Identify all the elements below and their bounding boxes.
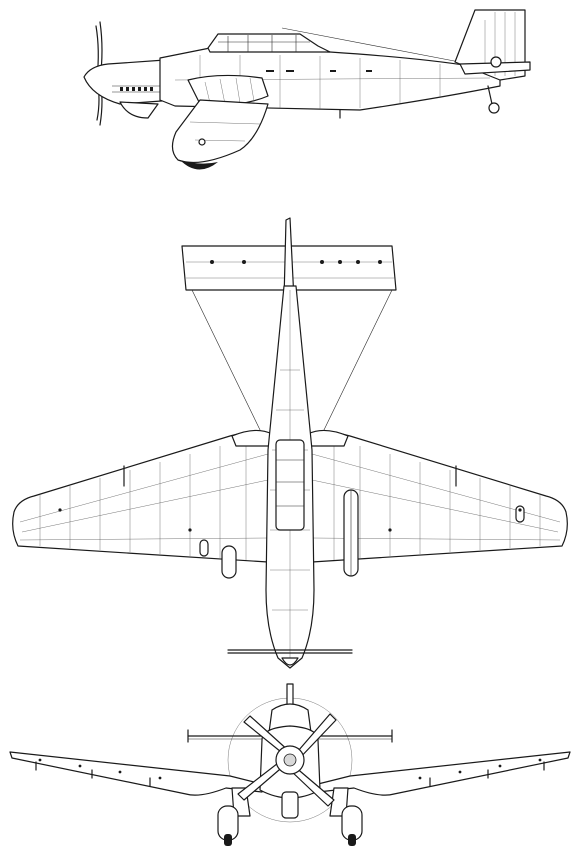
markings-side [266, 70, 372, 72]
engine-cowling [83, 59, 176, 119]
propeller-top [227, 649, 353, 666]
side-view-drawing [83, 9, 531, 170]
top-view [0, 190, 580, 680]
front-view-drawing [9, 683, 571, 846]
radiator-front [281, 791, 299, 819]
canopy-side [207, 27, 471, 65]
landing-gear-front [217, 787, 363, 846]
side-view [0, 0, 580, 190]
fuselage-top [265, 285, 315, 669]
wing-stores-top [199, 489, 525, 579]
markings-top [58, 508, 522, 532]
front-view [0, 680, 580, 860]
propeller-front [237, 713, 337, 807]
landing-gear-spat-side [171, 99, 269, 170]
wings-top [12, 430, 568, 563]
top-view-drawing [12, 217, 568, 669]
tailplane-struts-top [191, 289, 393, 435]
tailwheel-side [487, 85, 500, 114]
tail-side [454, 9, 531, 81]
